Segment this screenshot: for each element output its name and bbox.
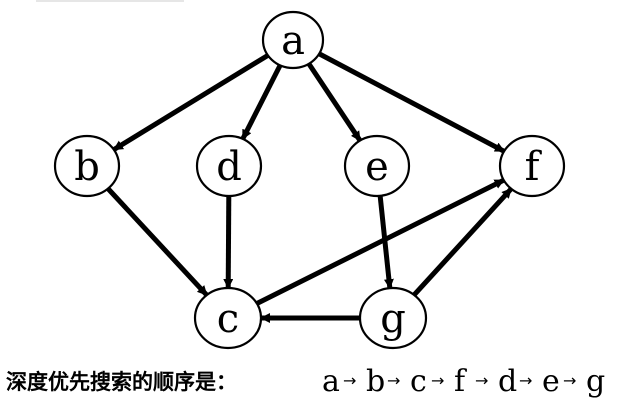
edge-a-b [112,53,270,152]
node-d-circle [195,134,263,198]
edge-a-e [306,62,363,142]
node-d: d [195,134,263,198]
node-b-label: b [74,144,100,190]
node-g: g [358,286,428,350]
sequence-arrow: → [475,371,488,390]
node-c: c [193,286,263,350]
node-b-circle [53,134,121,198]
edge-d-c [223,195,234,290]
traversal-sequence: a→b→c→f→d→e→g [322,364,605,399]
node-a-circle [261,10,325,70]
caption-label: 深度优先搜索的顺序是： [6,370,237,394]
edge-c-f [255,177,505,306]
sequence-arrow: → [563,371,576,390]
node-a-label: a [281,18,305,64]
node-f: f [498,134,566,198]
sequence-arrow: → [519,371,532,390]
edge-a-f [317,51,506,154]
sequence-arrow: → [387,371,400,390]
node-c-circle [193,286,263,350]
sequence-arrow: → [431,371,444,390]
node-e-circle [343,134,411,198]
edge-a-d [240,64,283,141]
sequence-item: a [322,364,340,399]
sequence-item: c [410,364,427,399]
edge-b-c [106,186,209,297]
sequence-item: f [454,364,467,399]
node-g-label: g [380,296,406,342]
edges-layer [106,51,514,323]
nodes-layer: a b d e f c g [53,10,566,350]
sequence-item: e [542,364,560,399]
sequence-item: g [586,364,605,399]
sequence-item: d [498,364,517,399]
node-a: a [261,10,325,70]
edge-g-f [412,187,514,297]
node-b: b [53,134,121,198]
node-f-label: f [525,144,543,190]
node-d-label: d [216,144,242,190]
sequence-arrow: → [343,371,356,390]
node-c-label: c [217,296,239,342]
node-g-circle [358,286,428,350]
node-e-label: e [365,144,389,190]
node-f-circle [498,134,566,198]
node-e: e [343,134,411,198]
caption: 深度优先搜索的顺序是： a→b→c→f→d→e→g [6,364,605,399]
sequence-item: b [366,364,385,399]
